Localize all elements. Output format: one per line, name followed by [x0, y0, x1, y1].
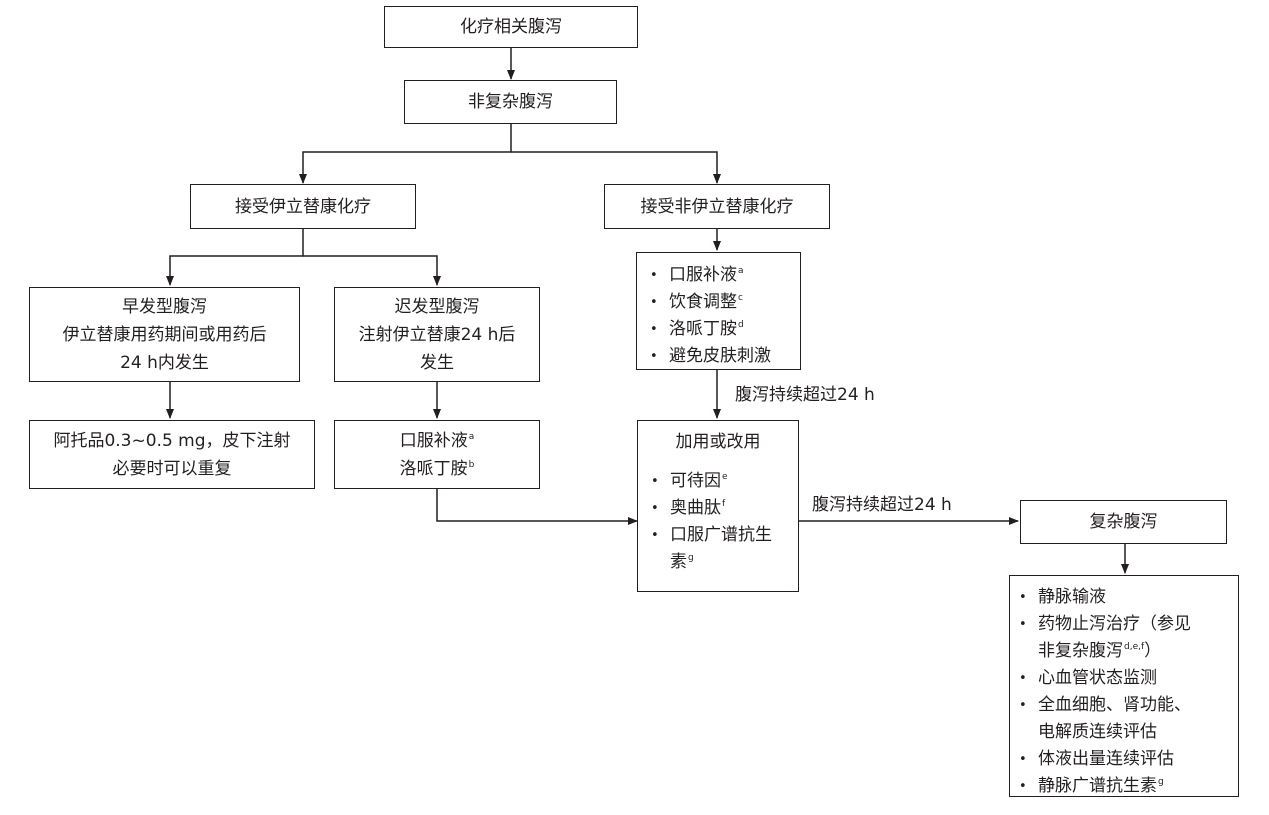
late-treatment-line-1: 口服补液a	[399, 430, 475, 451]
node-non-irinotecan-chemo: 接受非伊立替康化疗	[604, 184, 830, 229]
node-chemo-diarrhea-label: 化疗相关腹泻	[460, 17, 562, 37]
complicated-measures-list: 静脉输液 药物止泻治疗（参见 非复杂腹泻d,e,f） 心血管状态监测 全血细胞、…	[1014, 584, 1238, 800]
early-onset-desc-2: 24 h内发生	[120, 352, 209, 373]
edge-late-treatment-to-escalation	[436, 489, 638, 525]
late-onset-title: 迟发型腹泻	[394, 296, 480, 317]
list-item: 全血细胞、肾功能、	[1014, 692, 1238, 719]
list-item: 静脉输液	[1014, 584, 1238, 611]
late-onset-desc-1: 注射伊立替康24 h后	[358, 324, 516, 345]
list-item: 可待因e	[646, 468, 798, 495]
list-item-continuation: 素g	[670, 552, 694, 572]
node-non-irinotecan-label: 接受非伊立替康化疗	[640, 196, 794, 217]
list-item: 洛哌丁胺d	[645, 316, 800, 343]
atropine-line-1: 阿托品0.3~0.5 mg，皮下注射	[53, 430, 291, 451]
node-uncomplicated-label: 非复杂腹泻	[468, 92, 553, 112]
escalation-list: 可待因e 奥曲肽f 口服广谱抗生 素g	[646, 468, 798, 576]
list-item: 体液出量连续评估	[1014, 746, 1238, 773]
list-item: 药物止泻治疗（参见	[1014, 611, 1238, 638]
node-atropine: 阿托品0.3~0.5 mg，皮下注射 必要时可以重复	[29, 420, 315, 489]
late-treatment-line-2: 洛哌丁胺b	[399, 458, 475, 479]
node-late-treatment: 口服补液a 洛哌丁胺b	[334, 420, 540, 489]
list-item: 口服广谱抗生	[646, 522, 798, 549]
node-complicated-measures: 静脉输液 药物止泻治疗（参见 非复杂腹泻d,e,f） 心血管状态监测 全血细胞、…	[1009, 575, 1239, 800]
node-irinotecan-chemo: 接受伊立替康化疗	[190, 184, 416, 229]
edge-label-persist-24h-2: 腹泻持续超过24 h	[812, 495, 952, 515]
node-escalation: 加用或改用 可待因e 奥曲肽f 口服广谱抗生 素g	[637, 420, 799, 592]
list-item: 奥曲肽f	[646, 495, 798, 522]
list-item: 静脉广谱抗生素g	[1014, 773, 1238, 800]
late-onset-desc-2: 发生	[420, 352, 454, 373]
node-non-irinotecan-measures: 口服补液a 饮食调整c 洛哌丁胺d 避免皮肤刺激	[636, 252, 801, 370]
list-item: 饮食调整c	[645, 289, 800, 316]
list-item: 心血管状态监测	[1014, 665, 1238, 692]
early-onset-title: 早发型腹泻	[122, 296, 207, 317]
node-irinotecan-label: 接受伊立替康化疗	[235, 196, 371, 217]
edge-irinotecan-to-late	[303, 255, 441, 286]
early-onset-desc-1: 伊立替康用药期间或用药后	[62, 324, 267, 345]
node-complicated-diarrhea: 复杂腹泻	[1020, 500, 1227, 544]
edge-irinotecan-split	[166, 229, 304, 286]
escalation-title: 加用或改用	[675, 432, 761, 452]
node-late-onset: 迟发型腹泻 注射伊立替康24 h后 发生	[334, 287, 540, 382]
list-item-continuation: 电解质连续评估	[1038, 722, 1157, 742]
complicated-label: 复杂腹泻	[1089, 512, 1158, 532]
node-chemo-diarrhea: 化疗相关腹泻	[384, 6, 638, 48]
edge-label-persist-24h-1: 腹泻持续超过24 h	[735, 385, 875, 405]
atropine-line-2: 必要时可以重复	[112, 458, 232, 479]
edge-uncomplicated-to-non-irinotecan	[511, 151, 721, 184]
node-uncomplicated-diarrhea: 非复杂腹泻	[404, 80, 617, 124]
list-item: 口服补液a	[645, 262, 800, 289]
list-item-continuation: 非复杂腹泻d,e,f）	[1038, 641, 1162, 661]
non-irinotecan-measures-list: 口服补液a 饮食调整c 洛哌丁胺d 避免皮肤刺激	[645, 262, 800, 370]
node-early-onset: 早发型腹泻 伊立替康用药期间或用药后 24 h内发生	[29, 287, 300, 382]
edge-uncomplicated-split	[299, 124, 512, 184]
list-item: 避免皮肤刺激	[645, 343, 800, 370]
